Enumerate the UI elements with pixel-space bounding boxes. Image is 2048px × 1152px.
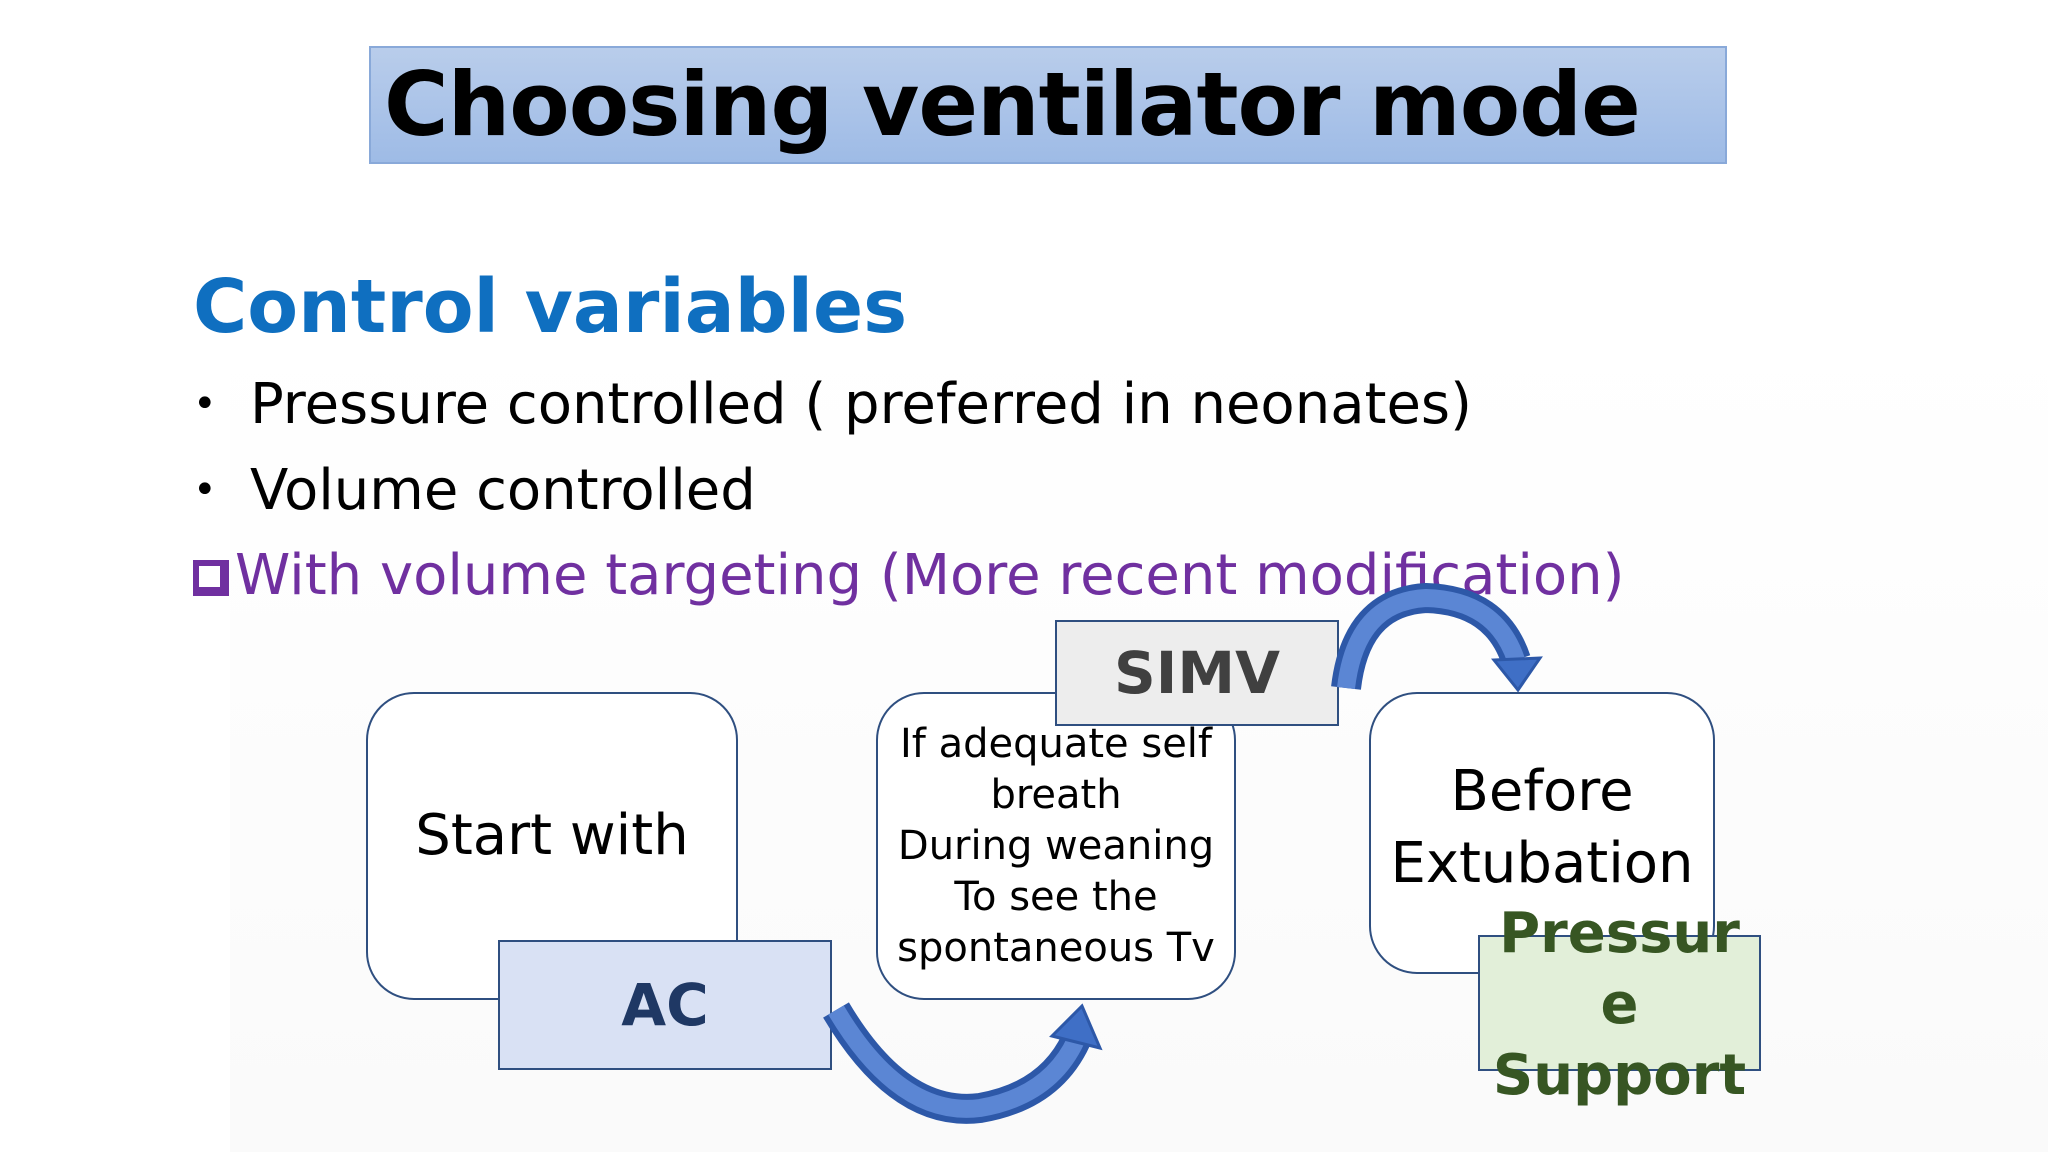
start-with-label: Start with xyxy=(415,803,689,868)
section-heading: Control variables xyxy=(193,264,908,350)
title-banner xyxy=(369,46,1727,164)
bullet-item-volume: • Volume controlled xyxy=(193,452,756,529)
pressure-support-line-1: Pressur xyxy=(1499,901,1740,966)
bullet-text: Pressure controlled ( preferred in neona… xyxy=(250,372,1472,437)
pressure-support-line-2: e xyxy=(1600,972,1639,1037)
pressure-support-label: Pressur e Support xyxy=(1478,898,1761,1111)
weaning-line-3: During weaning xyxy=(897,822,1215,869)
simv-mode-box: SIMV xyxy=(1055,620,1339,726)
bullet-dot-icon: • xyxy=(193,467,217,513)
pressure-support-box xyxy=(1478,935,1761,1071)
extubation-line-1: Before xyxy=(1450,759,1634,824)
curved-arrow-up-right-icon xyxy=(823,1002,1103,1124)
weaning-condition-box: If adequate self breath During weaning T… xyxy=(876,692,1236,1000)
pressure-support-line-3: Support xyxy=(1492,1043,1747,1108)
extubation-line-2: Extubation xyxy=(1390,831,1694,896)
weaning-line-1: If adequate self xyxy=(899,720,1212,767)
ac-mode-label: AC xyxy=(621,971,709,1039)
checkbox-icon xyxy=(193,560,229,596)
bullet-item-pressure: • Pressure controlled ( preferred in neon… xyxy=(193,366,1472,443)
ac-mode-box: AC xyxy=(498,940,832,1070)
slide-title: Choosing ventilator mode xyxy=(384,53,1641,156)
before-extubation-box: Before Extubation xyxy=(1369,692,1715,974)
weaning-line-5: spontaneous Tv xyxy=(897,924,1215,971)
weaning-line-4: To see the xyxy=(954,873,1158,920)
weaning-line-2: breath xyxy=(990,771,1122,818)
curved-arrow-down-right-icon xyxy=(1331,582,1543,693)
bullet-dot-icon: • xyxy=(193,381,217,427)
simv-mode-label: SIMV xyxy=(1114,639,1280,707)
bullet-text: Volume controlled xyxy=(250,458,756,523)
